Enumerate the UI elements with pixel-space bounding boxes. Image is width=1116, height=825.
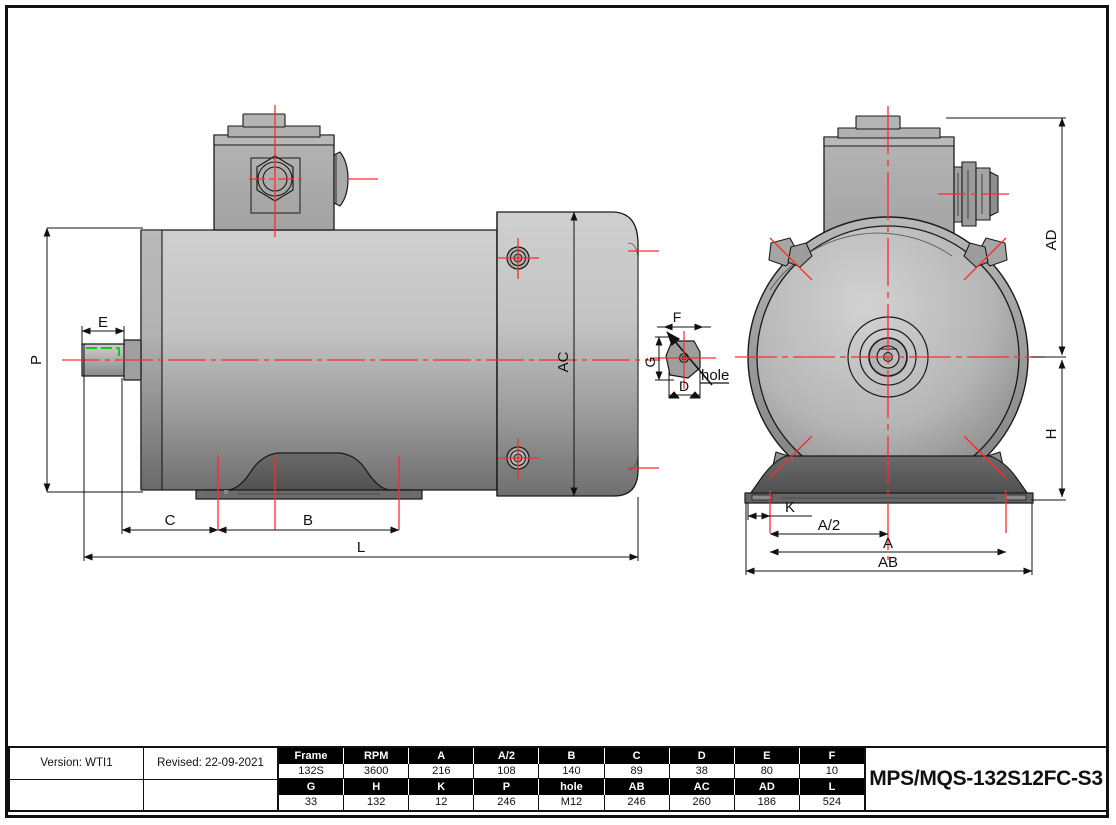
dimension-AB [745,503,1033,575]
dimension-label-AD: AD [1043,229,1060,250]
spec-header-cell: Frame [279,748,345,764]
spec-header-cell: L [799,779,864,795]
title-block-row-2 [10,779,277,811]
spec-value-cell: 80 [734,763,800,779]
spec-value-cell: 33 [279,794,345,810]
spec-header-cell: AD [734,779,800,795]
dimension-label-H: H [1043,429,1060,440]
dimension-label-B: B [303,512,313,529]
dimension-C [121,378,219,534]
spec-value-cell: 260 [670,794,735,810]
spec-header-cell: RPM [344,748,410,764]
spec-header-cell: P [474,779,540,795]
spec-header-cell: C [604,748,670,764]
spec-value-cell: 89 [604,763,670,779]
spec-value-cell: 10 [799,764,864,779]
model-number: MPS/MQS-132S12FC-S3 [869,767,1103,790]
spec-header-cell: K [409,779,475,795]
dimension-E [81,326,125,346]
spec-value-cell: 38 [669,763,735,779]
keyway [86,347,120,357]
dimension-label-F: F [673,309,682,325]
spec-value-cell: 246 [474,794,540,810]
dimension-label-P: P [28,355,45,365]
title-block-row-1: Version: WTI1 Revised: 22-09-2021 [10,748,277,780]
spec-value-cell: 12 [409,794,475,810]
fan-cowl [496,211,639,497]
spec-header-cell: D [669,748,735,764]
dimension-label-AB: AB [878,554,898,571]
spec-value-cell: 186 [735,794,800,810]
dimension-label-K: K [785,499,795,516]
dimension-label-hole: hole [701,367,729,384]
spec-header-cell: hole [539,779,605,795]
terminal-box [213,113,349,231]
dimension-label-D: D [679,378,689,394]
spec-header-cell: B [539,748,605,764]
spec-header-cell: F [799,748,864,764]
spec-header-cell: E [734,748,800,764]
blank-cell-left [10,779,144,810]
spec-value-cell: 140 [539,763,605,779]
side-view: P E AC C B [28,105,660,561]
dimension-label-G: G [642,357,658,368]
dimension-K [747,503,812,520]
dimension-label-C: C [165,512,176,529]
dimension-label-AC: AC [555,351,572,372]
spec-value-cell: 246 [605,794,670,810]
spec-header-cell: A/2 [474,748,540,764]
spec-value-cell: 132 [344,794,410,810]
spec-value-cell: 216 [409,763,475,779]
blank-cell-right [144,780,277,811]
version-cell: Version: WTI1 [10,748,144,779]
spec-header-cell: G [279,779,345,795]
dimension-P [43,227,143,493]
spec-value-cell: 3600 [344,763,410,779]
front-view: AD H K A/2 A [735,106,1066,575]
sheet-border [5,5,1109,818]
spec-value-cell: 132S [279,763,345,779]
dimension-G [655,336,674,381]
dimension-L [83,344,639,561]
spec-header-cell: H [344,779,410,795]
spec-header-cell: AB [604,779,670,795]
spec-value-cell: M12 [539,794,605,810]
centerlines-front [735,106,1045,560]
spec-value-cell: 524 [822,796,842,809]
terminal-box-lug [242,113,286,128]
dimension-H [1031,356,1066,501]
revised-cell: Revised: 22-09-2021 [157,757,264,770]
dimension-label-A-half: A/2 [818,517,841,534]
dimension-AD [946,117,1066,356]
dimension-label-L: L [357,539,365,556]
spec-header-cell: A [409,748,475,764]
front-base [744,455,1034,504]
mounting-foot [195,452,423,500]
title-block-left: Version: WTI1 Revised: 22-09-2021 [10,748,277,810]
dimension-label-E: E [98,314,108,331]
dimension-label-A: A [883,535,893,552]
key-hole-detail: F G D hole [642,309,729,399]
centerlines-side [62,105,660,530]
spec-value-cell: 108 [474,763,540,779]
spec-header-cell: AC [669,779,735,795]
dimension-D [668,372,701,399]
